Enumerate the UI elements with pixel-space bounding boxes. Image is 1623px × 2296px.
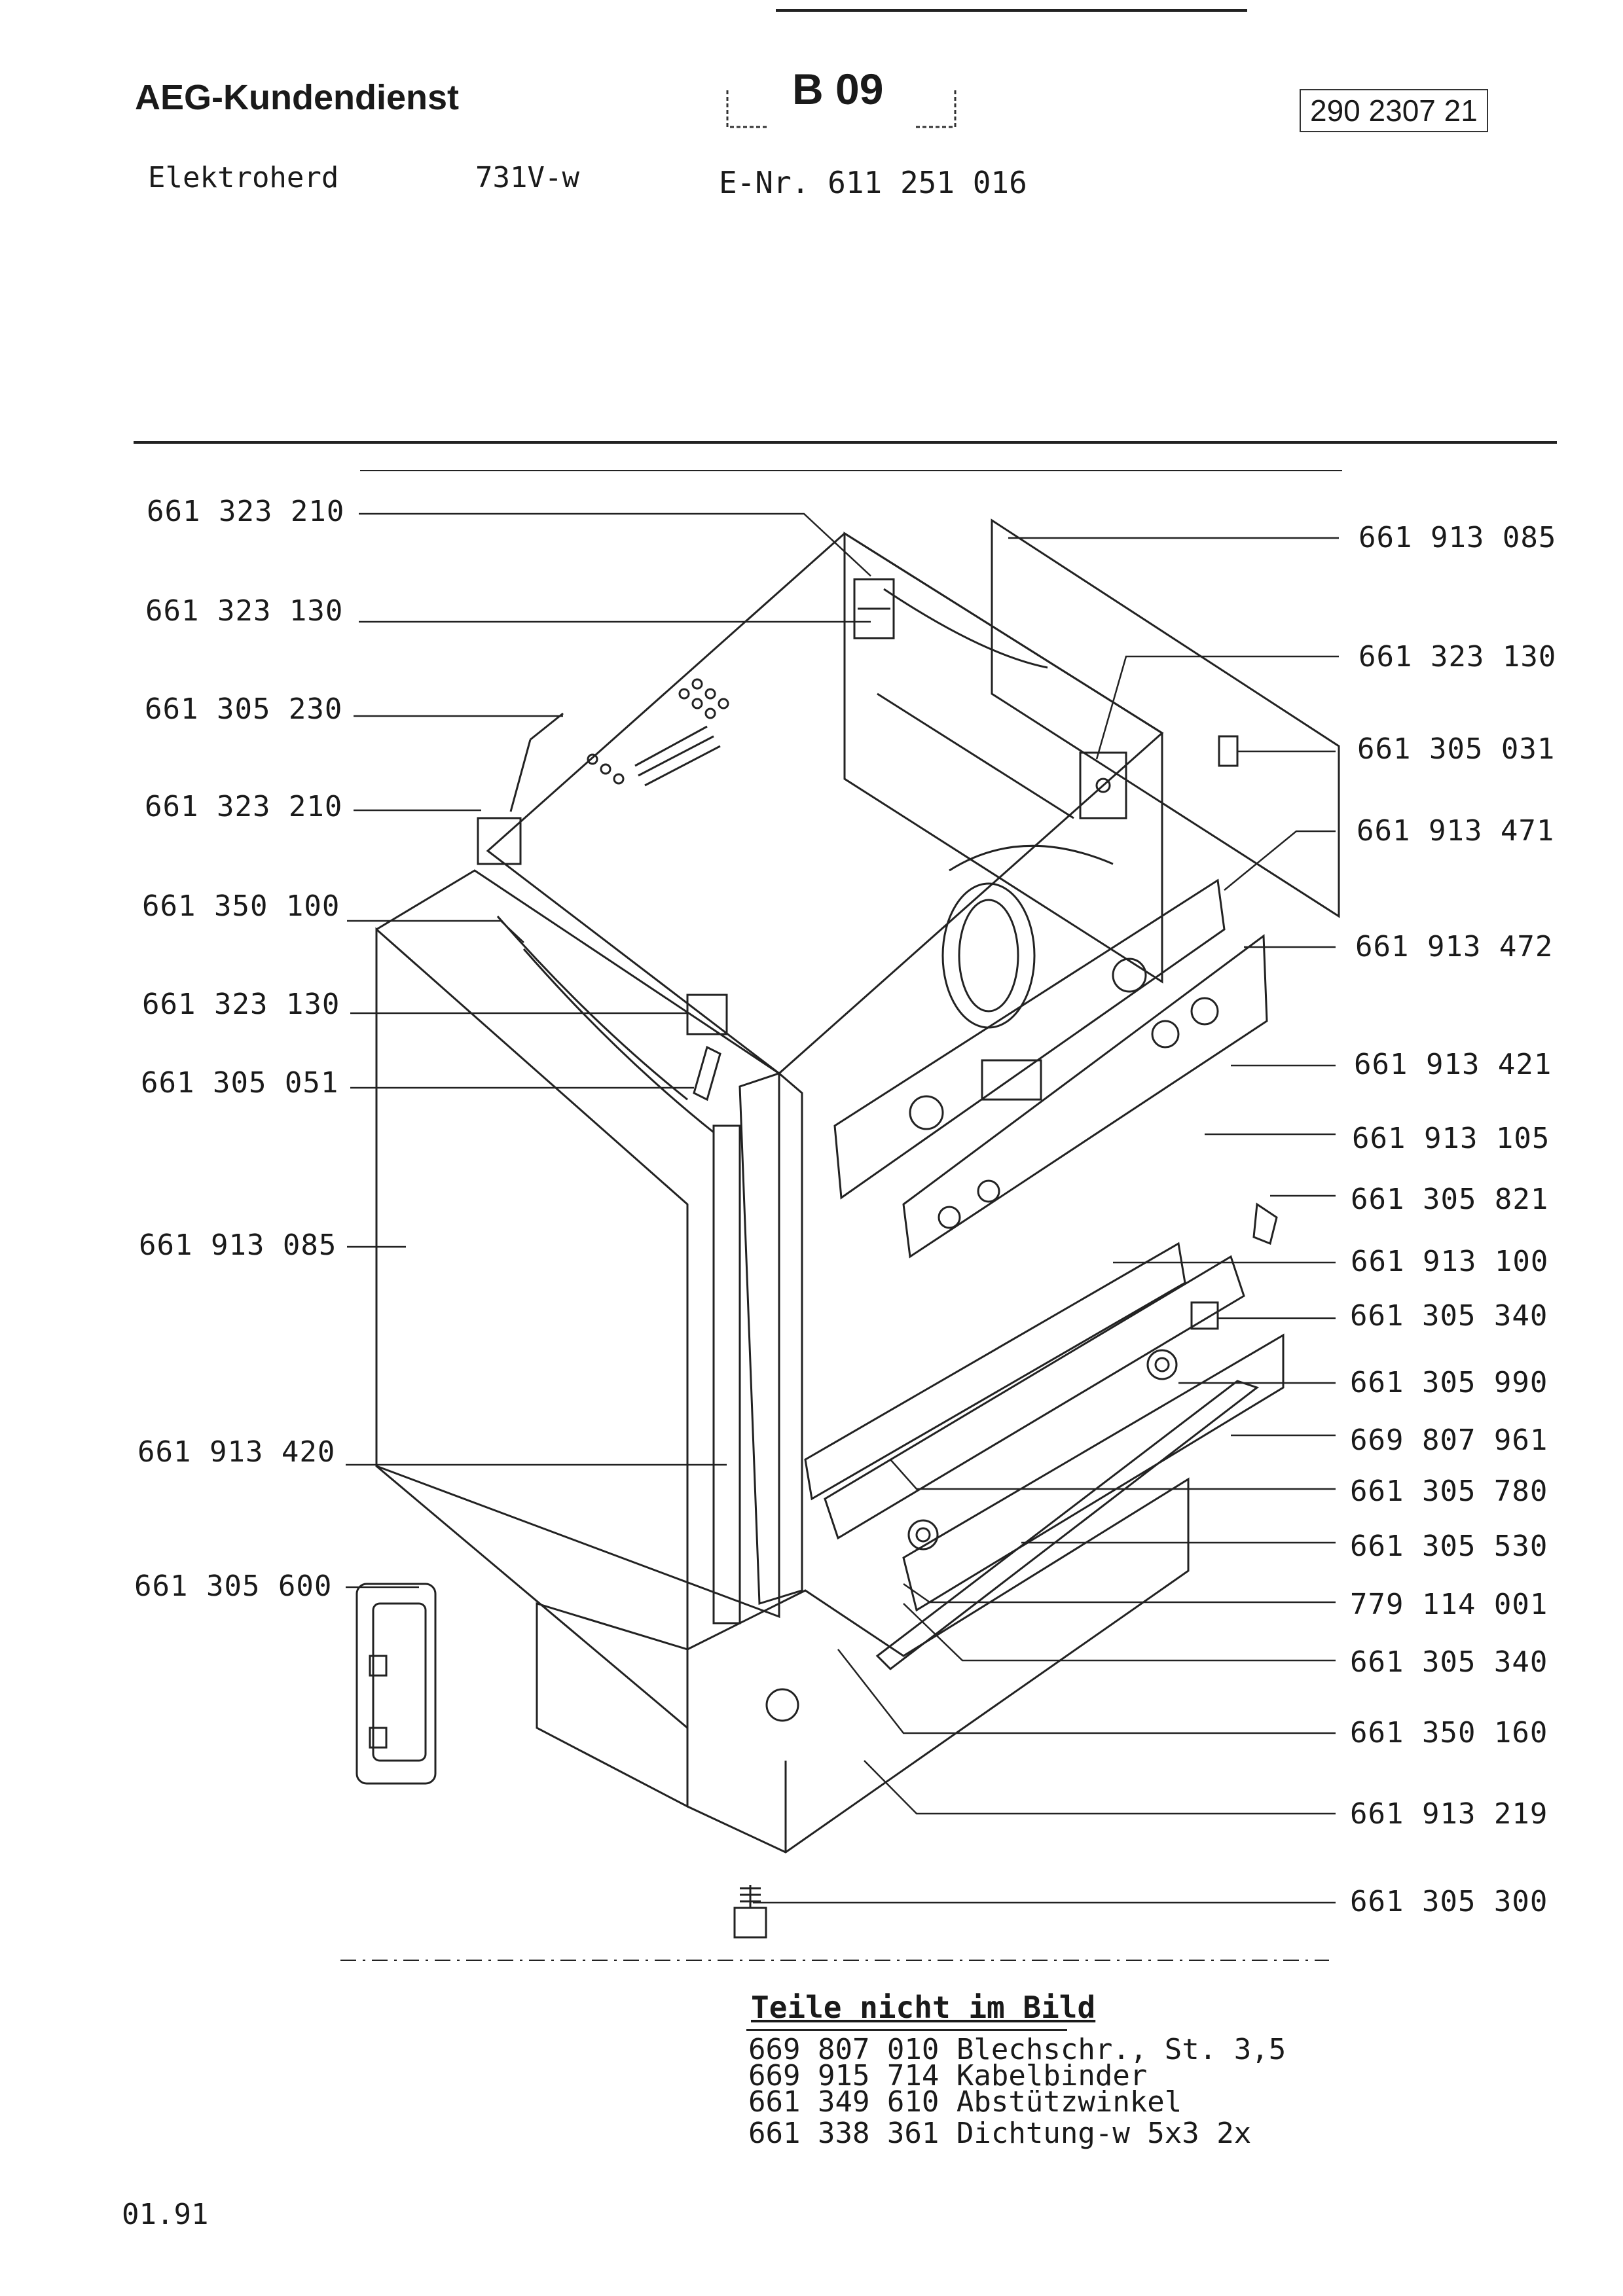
- rear-cover-panel: [991, 518, 1340, 918]
- product-name: Elektroherd: [148, 161, 339, 194]
- bearing: [907, 1349, 1178, 1551]
- part-label-right-1: 661 913 085: [1359, 521, 1557, 554]
- section-code-bracket: [726, 90, 957, 128]
- part-label-left-10: 661 305 600: [134, 1570, 333, 1603]
- vent-holes: [587, 678, 729, 785]
- footer-date: 01.91: [122, 2198, 209, 2231]
- oven-back-wall: [843, 531, 1163, 1029]
- part-label-right-7: 661 913 105: [1352, 1122, 1550, 1155]
- control-panel-bracket: [833, 878, 1226, 1200]
- not-pictured-title: Teile nicht im Bild: [751, 1990, 1096, 2025]
- clip-part-lower: [1252, 1202, 1278, 1246]
- part-label-left-7: 661 305 051: [141, 1066, 339, 1100]
- leader-lines: [346, 512, 1339, 1904]
- section-rule-2: [360, 470, 1342, 471]
- part-label-right-3: 661 305 031: [1357, 732, 1556, 766]
- part-label-left-6: 661 323 130: [142, 988, 340, 1021]
- part-label-left-2: 661 323 130: [145, 594, 344, 628]
- brand-title: AEG-Kundendienst: [135, 78, 459, 117]
- not-pictured-row: 669 915 714 Kabelbinder: [748, 2059, 1148, 2092]
- model-number: 731V-w: [475, 161, 579, 194]
- not-pictured-list: 669 807 010 Blechschr., St. 3,5 669 915 …: [748, 2033, 1286, 2150]
- part-label-right-10: 661 305 340: [1350, 1299, 1548, 1333]
- front-frame-column: [712, 1072, 803, 1624]
- part-label-left-5: 661 350 100: [142, 889, 340, 923]
- part-label-left-9: 661 913 420: [137, 1435, 336, 1469]
- top-frame: [486, 532, 1164, 1075]
- section-rule: [134, 441, 1557, 444]
- part-label-right-18: 661 913 219: [1350, 1797, 1548, 1831]
- oven-base: [804, 1242, 1285, 1612]
- e-number: E-Nr. 611 251 016: [719, 165, 1027, 200]
- section-code: B 09: [792, 65, 884, 113]
- lamp-window: [356, 1583, 437, 1785]
- top-rule: [776, 9, 1247, 12]
- not-pictured-rule: [746, 2029, 1067, 2031]
- document-number: 290 2307 21: [1300, 89, 1488, 132]
- part-label-right-13: 661 305 780: [1350, 1475, 1548, 1508]
- part-label-left-1: 661 323 210: [147, 495, 345, 528]
- part-label-right-11: 661 305 990: [1350, 1366, 1548, 1399]
- drawer-rail: [875, 1380, 1260, 1670]
- part-label-left-8: 661 913 085: [139, 1229, 337, 1262]
- left-front-panel: [375, 927, 689, 1731]
- adjustable-foot: [733, 1885, 767, 1939]
- hinge-right: [1079, 751, 1127, 819]
- not-pictured-row: 669 807 010 Blechschr., St. 3,5: [748, 2033, 1286, 2066]
- small-bracket: [1190, 1301, 1219, 1330]
- hinge-top-rear: [853, 578, 895, 639]
- part-label-right-8: 661 305 821: [1351, 1183, 1549, 1216]
- part-label-right-15: 779 114 001: [1350, 1588, 1548, 1621]
- part-label-right-5: 661 913 472: [1355, 930, 1554, 963]
- part-label-right-19: 661 305 300: [1350, 1885, 1548, 1918]
- part-label-right-12: 669 807 961: [1350, 1424, 1548, 1457]
- not-pictured-row: 661 349 610 Abstützwinkel: [748, 2085, 1182, 2119]
- part-label-right-2: 661 323 130: [1359, 640, 1557, 673]
- part-label-left-4: 661 323 210: [145, 790, 343, 823]
- section-code-box: [723, 65, 959, 131]
- part-label-right-6: 661 913 421: [1354, 1048, 1552, 1081]
- not-pictured-row: 661 338 361 Dichtung-w 5x3 2x: [748, 2117, 1252, 2150]
- part-label-right-16: 661 305 340: [1350, 1645, 1548, 1679]
- hinge-left: [477, 817, 522, 865]
- control-panel-front: [902, 934, 1268, 1259]
- hinge-front: [686, 994, 728, 1035]
- part-label-right-17: 661 350 160: [1350, 1716, 1548, 1749]
- part-label-left-3: 661 305 230: [145, 692, 343, 726]
- clip-part-right: [1218, 735, 1239, 767]
- part-label-right-9: 661 913 100: [1351, 1245, 1549, 1278]
- part-label-right-14: 661 305 530: [1350, 1530, 1548, 1563]
- part-label-right-4: 661 913 471: [1357, 814, 1555, 848]
- base-frame: [536, 1477, 1190, 1854]
